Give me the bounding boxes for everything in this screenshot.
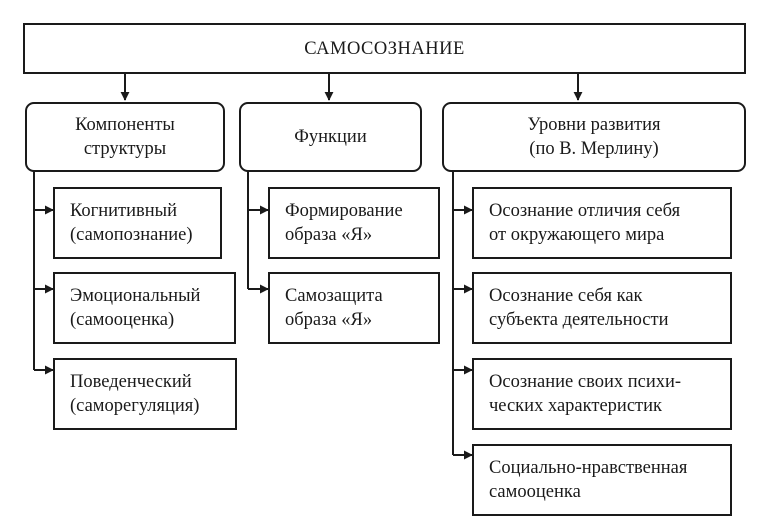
function-formation: Формирование образа «Я»: [268, 187, 440, 259]
component-behavioral: Поведенческий (саморегуляция): [53, 358, 237, 430]
header-functions: Функции: [239, 102, 422, 172]
header-levels-label: Уровни развития (по В. Мерлину): [527, 115, 661, 159]
component-behavioral-label: Поведенческий (саморегуляция): [70, 372, 200, 416]
level-psychic-label: Осознание своих психи- ческих характерис…: [489, 372, 682, 416]
header-components-label: Компоненты структуры: [75, 115, 175, 159]
level-social-moral: Социально-нравственная самооценка: [472, 444, 732, 516]
header-functions-label: Функции: [294, 127, 367, 147]
level-subject-label: Осознание себя как субъекта деятельности: [489, 286, 669, 330]
level-distinction-label: Осознание отличия себя от окружающего ми…: [489, 201, 681, 245]
level-subject: Осознание себя как субъекта деятельности: [472, 272, 732, 344]
component-emotional-label: Эмоциональный (самооценка): [70, 286, 201, 330]
root-box: САМОСОЗНАНИЕ: [23, 23, 746, 74]
function-formation-label: Формирование образа «Я»: [285, 201, 403, 245]
function-protection: Самозащита образа «Я»: [268, 272, 440, 344]
level-psychic: Осознание своих психи- ческих характерис…: [472, 358, 732, 430]
root-label: САМОСОЗНАНИЕ: [304, 38, 465, 59]
component-emotional: Эмоциональный (самооценка): [53, 272, 236, 344]
header-levels: Уровни развития (по В. Мерлину): [442, 102, 746, 172]
header-components: Компоненты структуры: [25, 102, 225, 172]
level-social-moral-label: Социально-нравственная самооценка: [489, 458, 688, 502]
function-protection-label: Самозащита образа «Я»: [285, 286, 383, 330]
level-distinction: Осознание отличия себя от окружающего ми…: [472, 187, 732, 259]
component-cognitive-label: Когнитивный (самопознание): [70, 201, 193, 245]
component-cognitive: Когнитивный (самопознание): [53, 187, 222, 259]
